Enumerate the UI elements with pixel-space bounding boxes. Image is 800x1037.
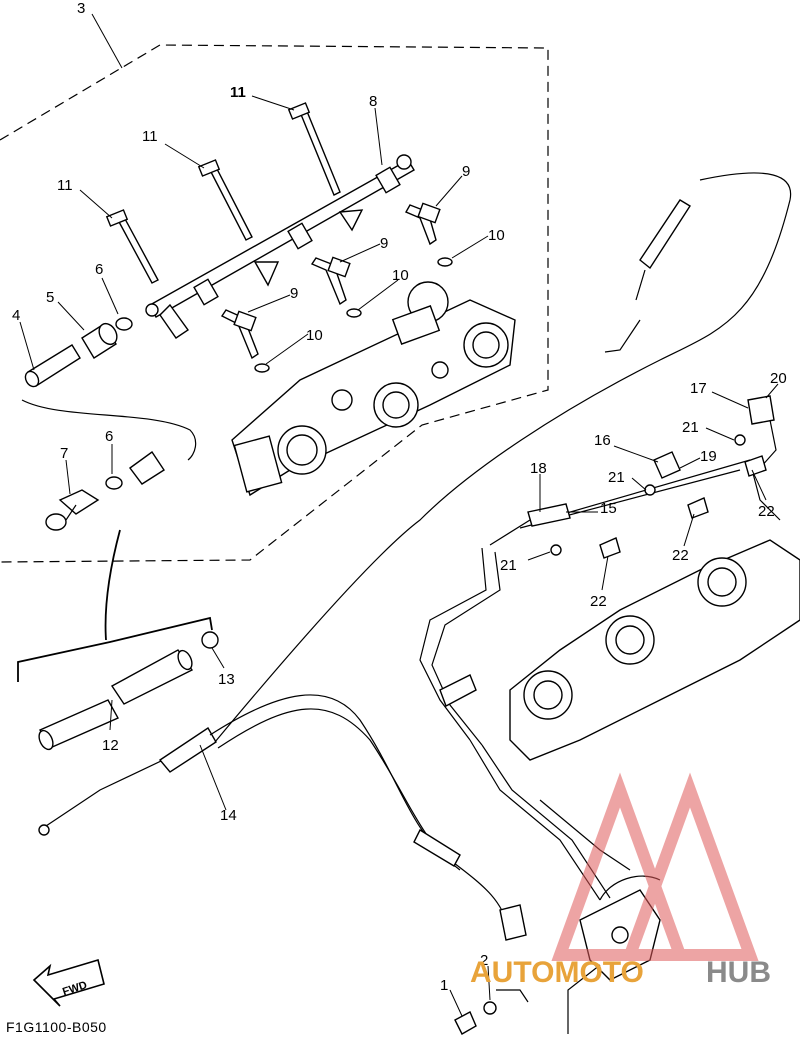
callout-15: 15 xyxy=(600,500,617,517)
watermark-text-alt: HUB xyxy=(706,956,771,989)
callout-4: 4 xyxy=(12,307,20,324)
callout-13: 13 xyxy=(218,671,235,688)
callout-9b: 9 xyxy=(380,235,388,252)
callout-8: 8 xyxy=(369,93,377,110)
throttle-body xyxy=(231,281,516,497)
callout-10a: 10 xyxy=(488,227,505,244)
watermark-logo xyxy=(551,772,759,961)
callout-10c: 10 xyxy=(306,327,323,344)
callout-21b: 21 xyxy=(608,469,625,486)
callout-9c: 9 xyxy=(290,285,298,302)
throttle-cable xyxy=(38,172,792,931)
watermark-text-main: AUTOMOTO xyxy=(470,956,644,989)
callout-6b: 6 xyxy=(105,428,113,445)
callout-22a: 22 xyxy=(758,503,775,520)
callout-17: 17 xyxy=(690,380,707,397)
callout-22c: 22 xyxy=(590,593,607,610)
callout-16: 16 xyxy=(594,432,611,449)
callout-labels: 3 11 8 11 9 11 10 9 6 10 9 5 4 10 17 20 … xyxy=(12,0,787,994)
callout-10b: 10 xyxy=(392,267,409,284)
callout-2: 2 xyxy=(480,952,488,969)
fuel-rail xyxy=(145,154,415,339)
cylinder-head xyxy=(509,539,800,761)
callout-20: 20 xyxy=(770,370,787,387)
cable-sleeves xyxy=(38,631,219,751)
callout-7: 7 xyxy=(60,445,68,462)
callout-21a: 21 xyxy=(682,419,699,436)
callout-21c: 21 xyxy=(500,557,517,574)
injectors xyxy=(220,202,453,373)
callout-22b: 22 xyxy=(672,547,689,564)
hose-system xyxy=(419,395,781,901)
bolts xyxy=(105,102,341,284)
fwd-arrow-icon: FWD xyxy=(32,958,105,1007)
callout-14: 14 xyxy=(220,807,237,824)
leader-lines xyxy=(19,13,779,1017)
callout-12: 12 xyxy=(102,737,119,754)
callout-18: 18 xyxy=(530,460,547,477)
callout-19: 19 xyxy=(700,448,717,465)
callout-11b: 11 xyxy=(142,128,158,145)
callout-5: 5 xyxy=(46,289,54,306)
callout-6a: 6 xyxy=(95,261,103,278)
hose-parts-left xyxy=(21,317,197,531)
callout-11c: 11 xyxy=(57,177,73,194)
detail-bracket xyxy=(17,616,213,682)
callout-11a: 11 xyxy=(230,84,246,101)
callout-9a: 9 xyxy=(462,163,470,180)
lower-throttle-assembly xyxy=(454,799,661,1035)
assembly-boundary xyxy=(0,44,549,563)
diagram-code: F1G1100-B050 xyxy=(6,1019,107,1035)
callout-3: 3 xyxy=(77,0,85,17)
callout-1: 1 xyxy=(440,977,448,994)
